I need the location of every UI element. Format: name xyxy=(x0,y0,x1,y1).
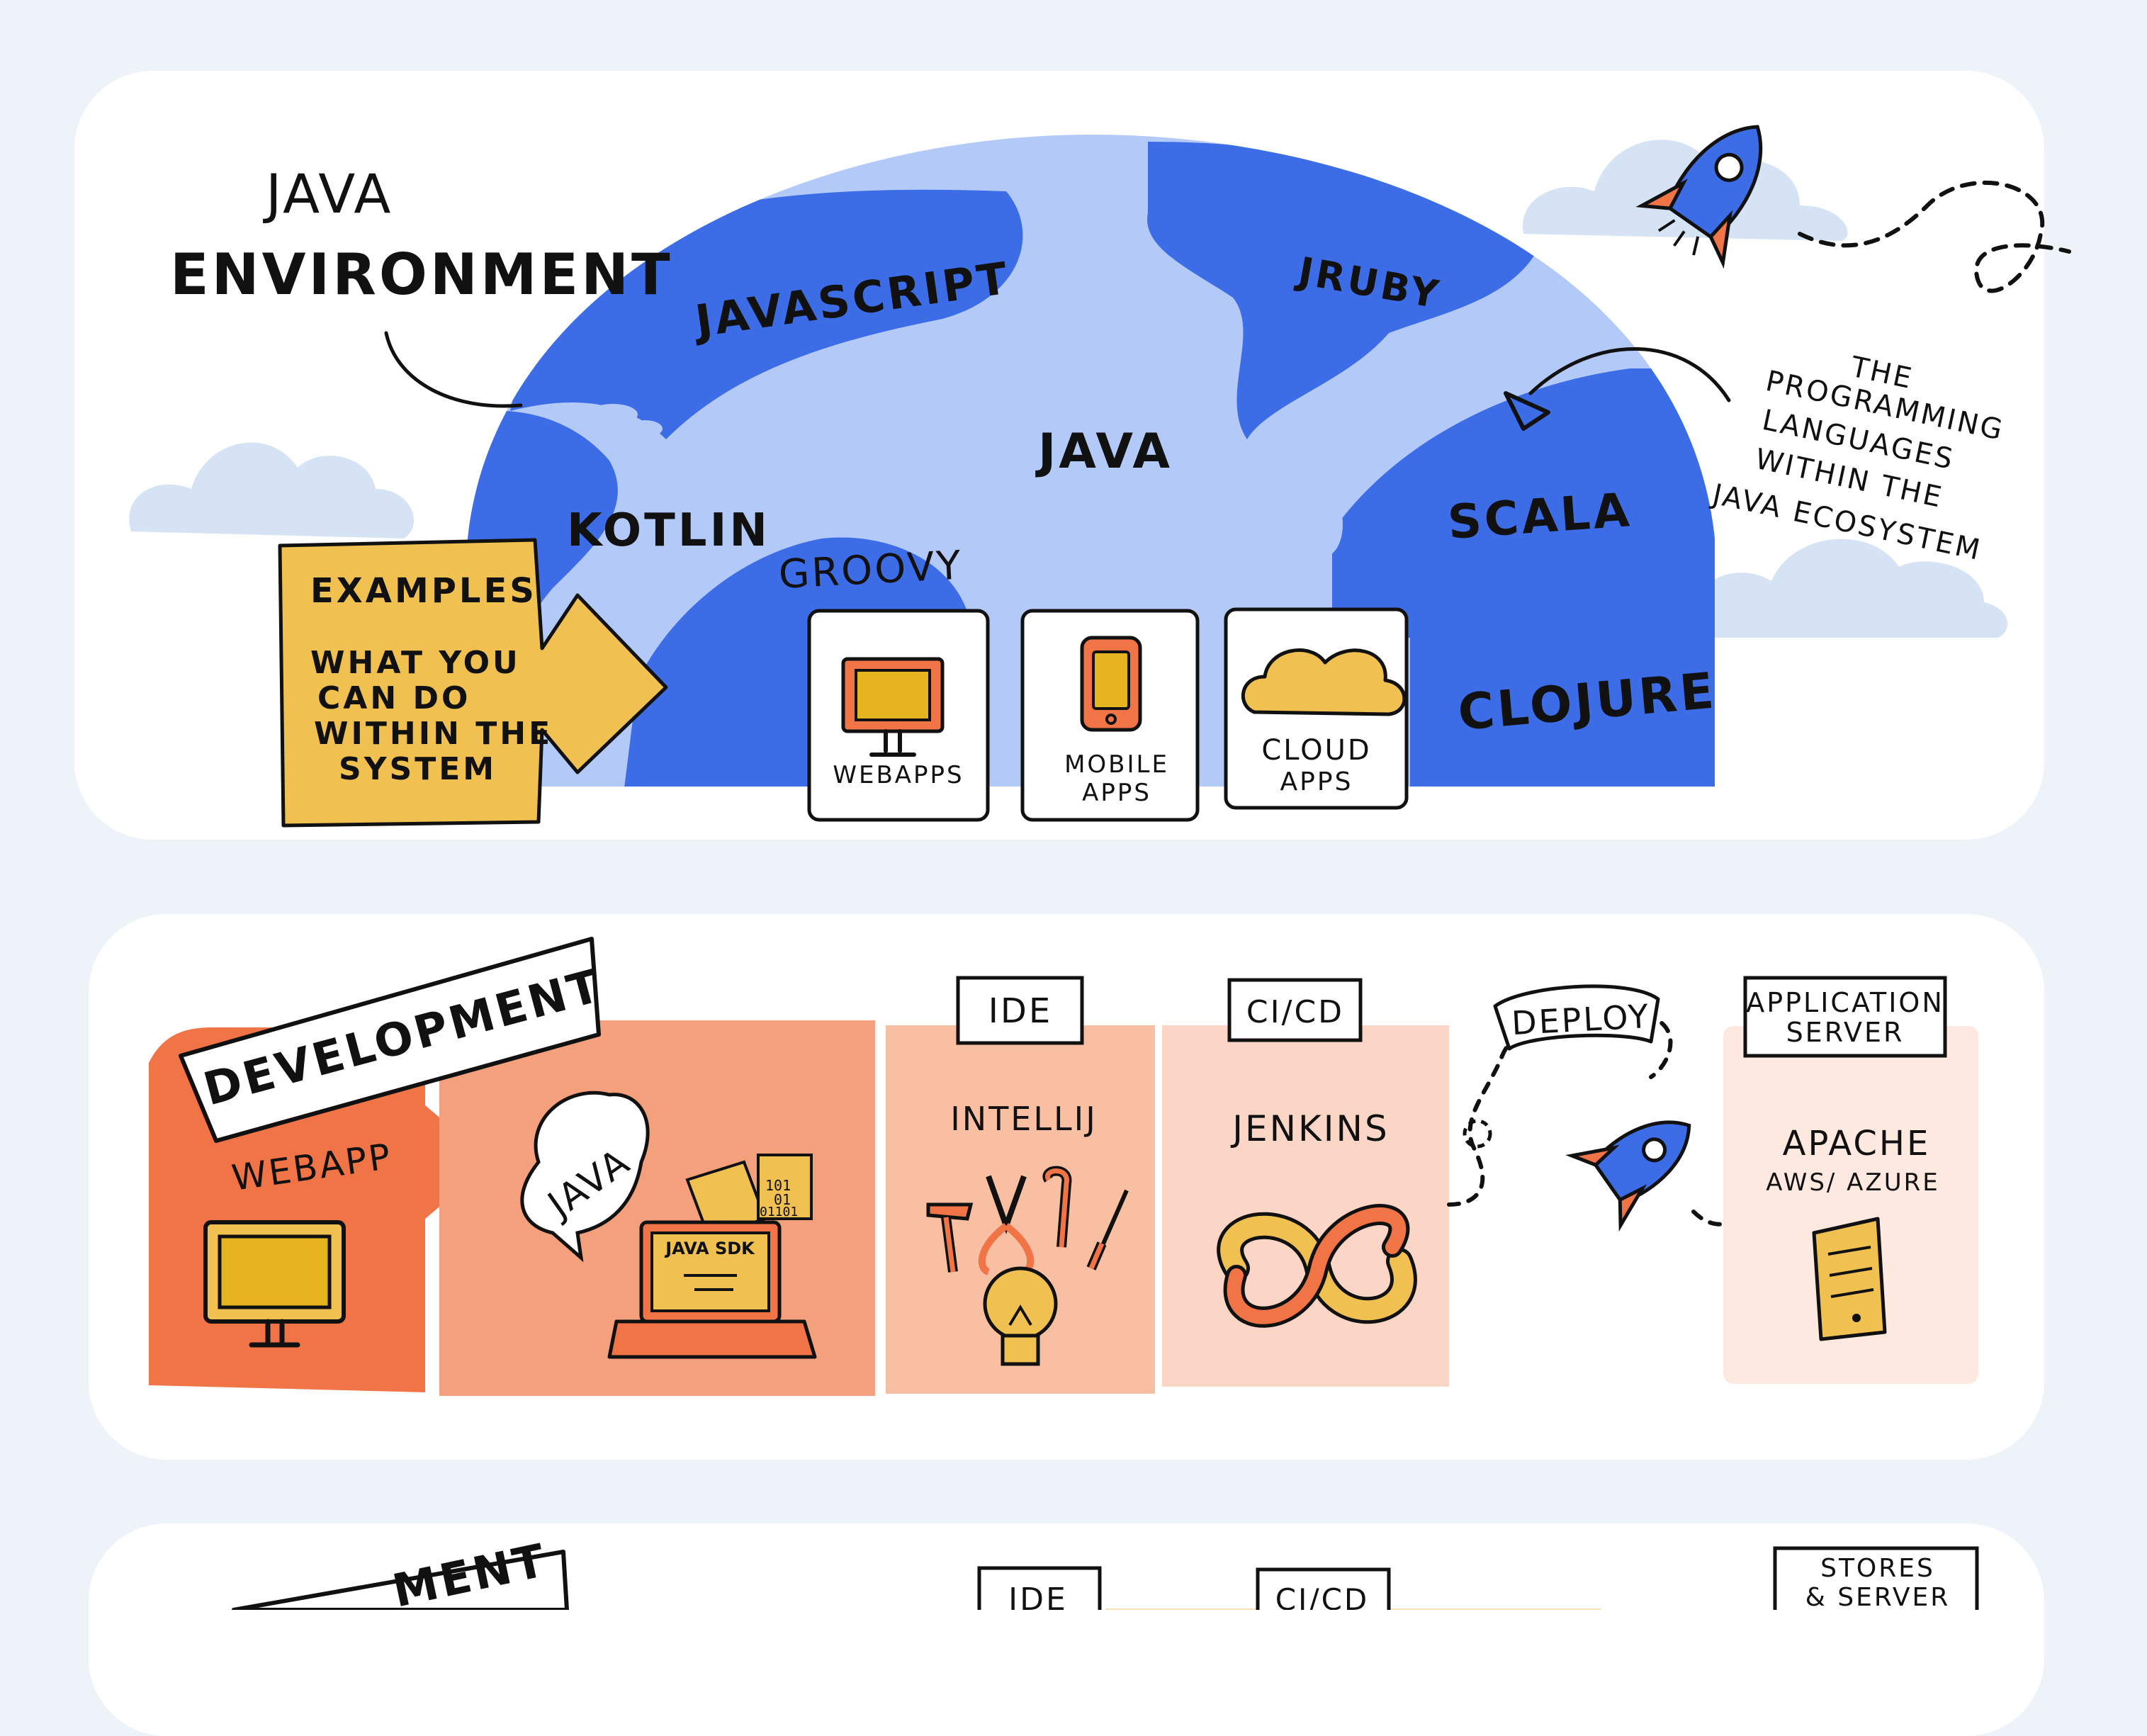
third-row-stores-tag: STORES & SERVER xyxy=(1773,1546,1979,1610)
app-label-cloud-2: APPS xyxy=(1280,767,1353,796)
third-row-stores-line-1: STORES xyxy=(1820,1554,1935,1583)
app-label-webapps: WEBAPPS xyxy=(833,761,964,789)
laptop-screen-text: JAVA SDK xyxy=(664,1239,755,1258)
document-icon: 101 01 01101 xyxy=(685,1154,813,1239)
server-tower-icon xyxy=(1812,1217,1887,1341)
server-tag-line-2: SERVER xyxy=(1786,1017,1905,1048)
ide-title: INTELLIJ xyxy=(950,1100,1098,1138)
third-row-cicd-tag: CI/CD xyxy=(1256,1567,1391,1610)
infographic-canvas: JAVASCRIPT JRUBY JAVA KOTLIN GROOVY SCAL… xyxy=(129,125,2071,1610)
rocket-trail-dashed xyxy=(1798,180,2071,293)
app-card-webapps: WEBAPPS xyxy=(807,609,990,822)
lightbulb-icon xyxy=(983,1266,1058,1366)
title-pointer-line xyxy=(384,331,523,408)
third-row-stores-line-2: & SERVER xyxy=(1805,1583,1951,1610)
java-sdk-block: JAVA 101 01 01101 JAVA SDK xyxy=(439,1020,875,1396)
cicd-tag-box xyxy=(1227,978,1363,1042)
rocket-icon xyxy=(1635,125,1763,269)
cicd-title: JENKINS xyxy=(1230,1108,1389,1149)
language-kotlin: KOTLIN xyxy=(567,505,770,557)
wrench-icon xyxy=(1042,1166,1072,1248)
examples-arrow-box: EXAMPLES WHAT YOU CAN DO WITHIN THE SYST… xyxy=(278,538,668,828)
phone-icon xyxy=(1080,636,1142,732)
third-row-ide-tag: IDE xyxy=(977,1566,1102,1610)
deploy-label: DEPLOY xyxy=(1511,997,1652,1042)
screwdriver-icon xyxy=(1086,1189,1129,1270)
laptop-icon: JAVA SDK xyxy=(607,1220,817,1359)
hammer-icon xyxy=(926,1202,974,1273)
examples-line-4: SYSTEM xyxy=(339,751,497,787)
title-line-2: ENVIRONMENT xyxy=(170,242,673,308)
annotation-programming-languages: THE PROGRAMMING LANGUAGES WITHIN THE JAV… xyxy=(1708,351,2007,568)
third-row-banner: MENT xyxy=(232,1534,569,1610)
examples-line-2: CAN DO xyxy=(317,680,470,716)
app-label-mobile-2: APPS xyxy=(1082,779,1151,807)
title-line-1: JAVA xyxy=(263,162,393,225)
doc-binary-1: 101 xyxy=(765,1177,791,1194)
ide-tag-box xyxy=(956,976,1084,1045)
server-tag-line-1: APPLICATION xyxy=(1746,987,1944,1018)
cloud-icon xyxy=(1241,648,1407,716)
cicd-column: CI/CD JENKINS xyxy=(1162,978,1449,1387)
app-label-mobile-1: MOBILE xyxy=(1064,750,1169,779)
curved-arrow-icon xyxy=(1504,347,1731,431)
deploy-loop xyxy=(1463,1119,1492,1149)
doc-binary-3: 01101 xyxy=(760,1205,798,1219)
cicd-tag: CI/CD xyxy=(1246,994,1344,1030)
language-groovy: GROOVY xyxy=(777,542,964,598)
continent-clojure xyxy=(1410,616,1715,787)
cloud-right-icon xyxy=(1693,539,2008,638)
examples-heading: EXAMPLES xyxy=(310,571,537,611)
deploy-banner: DEPLOY xyxy=(1493,984,1660,1051)
doc-binary-2: 01 xyxy=(774,1191,791,1208)
language-scala: SCALA xyxy=(1446,483,1634,550)
server-title: APACHE xyxy=(1783,1124,1931,1163)
continent-jruby xyxy=(1147,142,1545,439)
third-row-cicd-text: CI/CD xyxy=(1275,1582,1370,1610)
examples-line-3: WITHIN THE xyxy=(314,716,553,752)
server-tag-box xyxy=(1743,976,1947,1058)
examples-line-1: WHAT YOU xyxy=(310,645,521,681)
deploy-dashed-end xyxy=(1691,1210,1731,1227)
app-label-cloud-1: CLOUD xyxy=(1261,734,1371,767)
continent-scala xyxy=(1332,368,1715,638)
language-java: JAVA xyxy=(1035,424,1173,480)
third-row-ide-text: IDE xyxy=(1008,1582,1068,1610)
ide-tag: IDE xyxy=(988,991,1052,1031)
server-subtitle: AWS/ AZURE xyxy=(1766,1168,1939,1197)
app-card-cloud: CLOUD APPS xyxy=(1224,607,1409,810)
ide-column: IDE INTELLIJ xyxy=(886,976,1155,1394)
deploy-rocket-icon xyxy=(1565,1120,1691,1232)
monitor-icon-large xyxy=(203,1220,346,1348)
cloud-left-icon xyxy=(129,442,415,539)
infinity-loop-icon xyxy=(1217,1204,1417,1328)
server-column: APPLICATION SERVER APACHE AWS/ AZURE xyxy=(1723,976,1978,1384)
monitor-icon xyxy=(841,657,945,757)
app-card-mobile: MOBILE APPS xyxy=(1020,609,1200,822)
